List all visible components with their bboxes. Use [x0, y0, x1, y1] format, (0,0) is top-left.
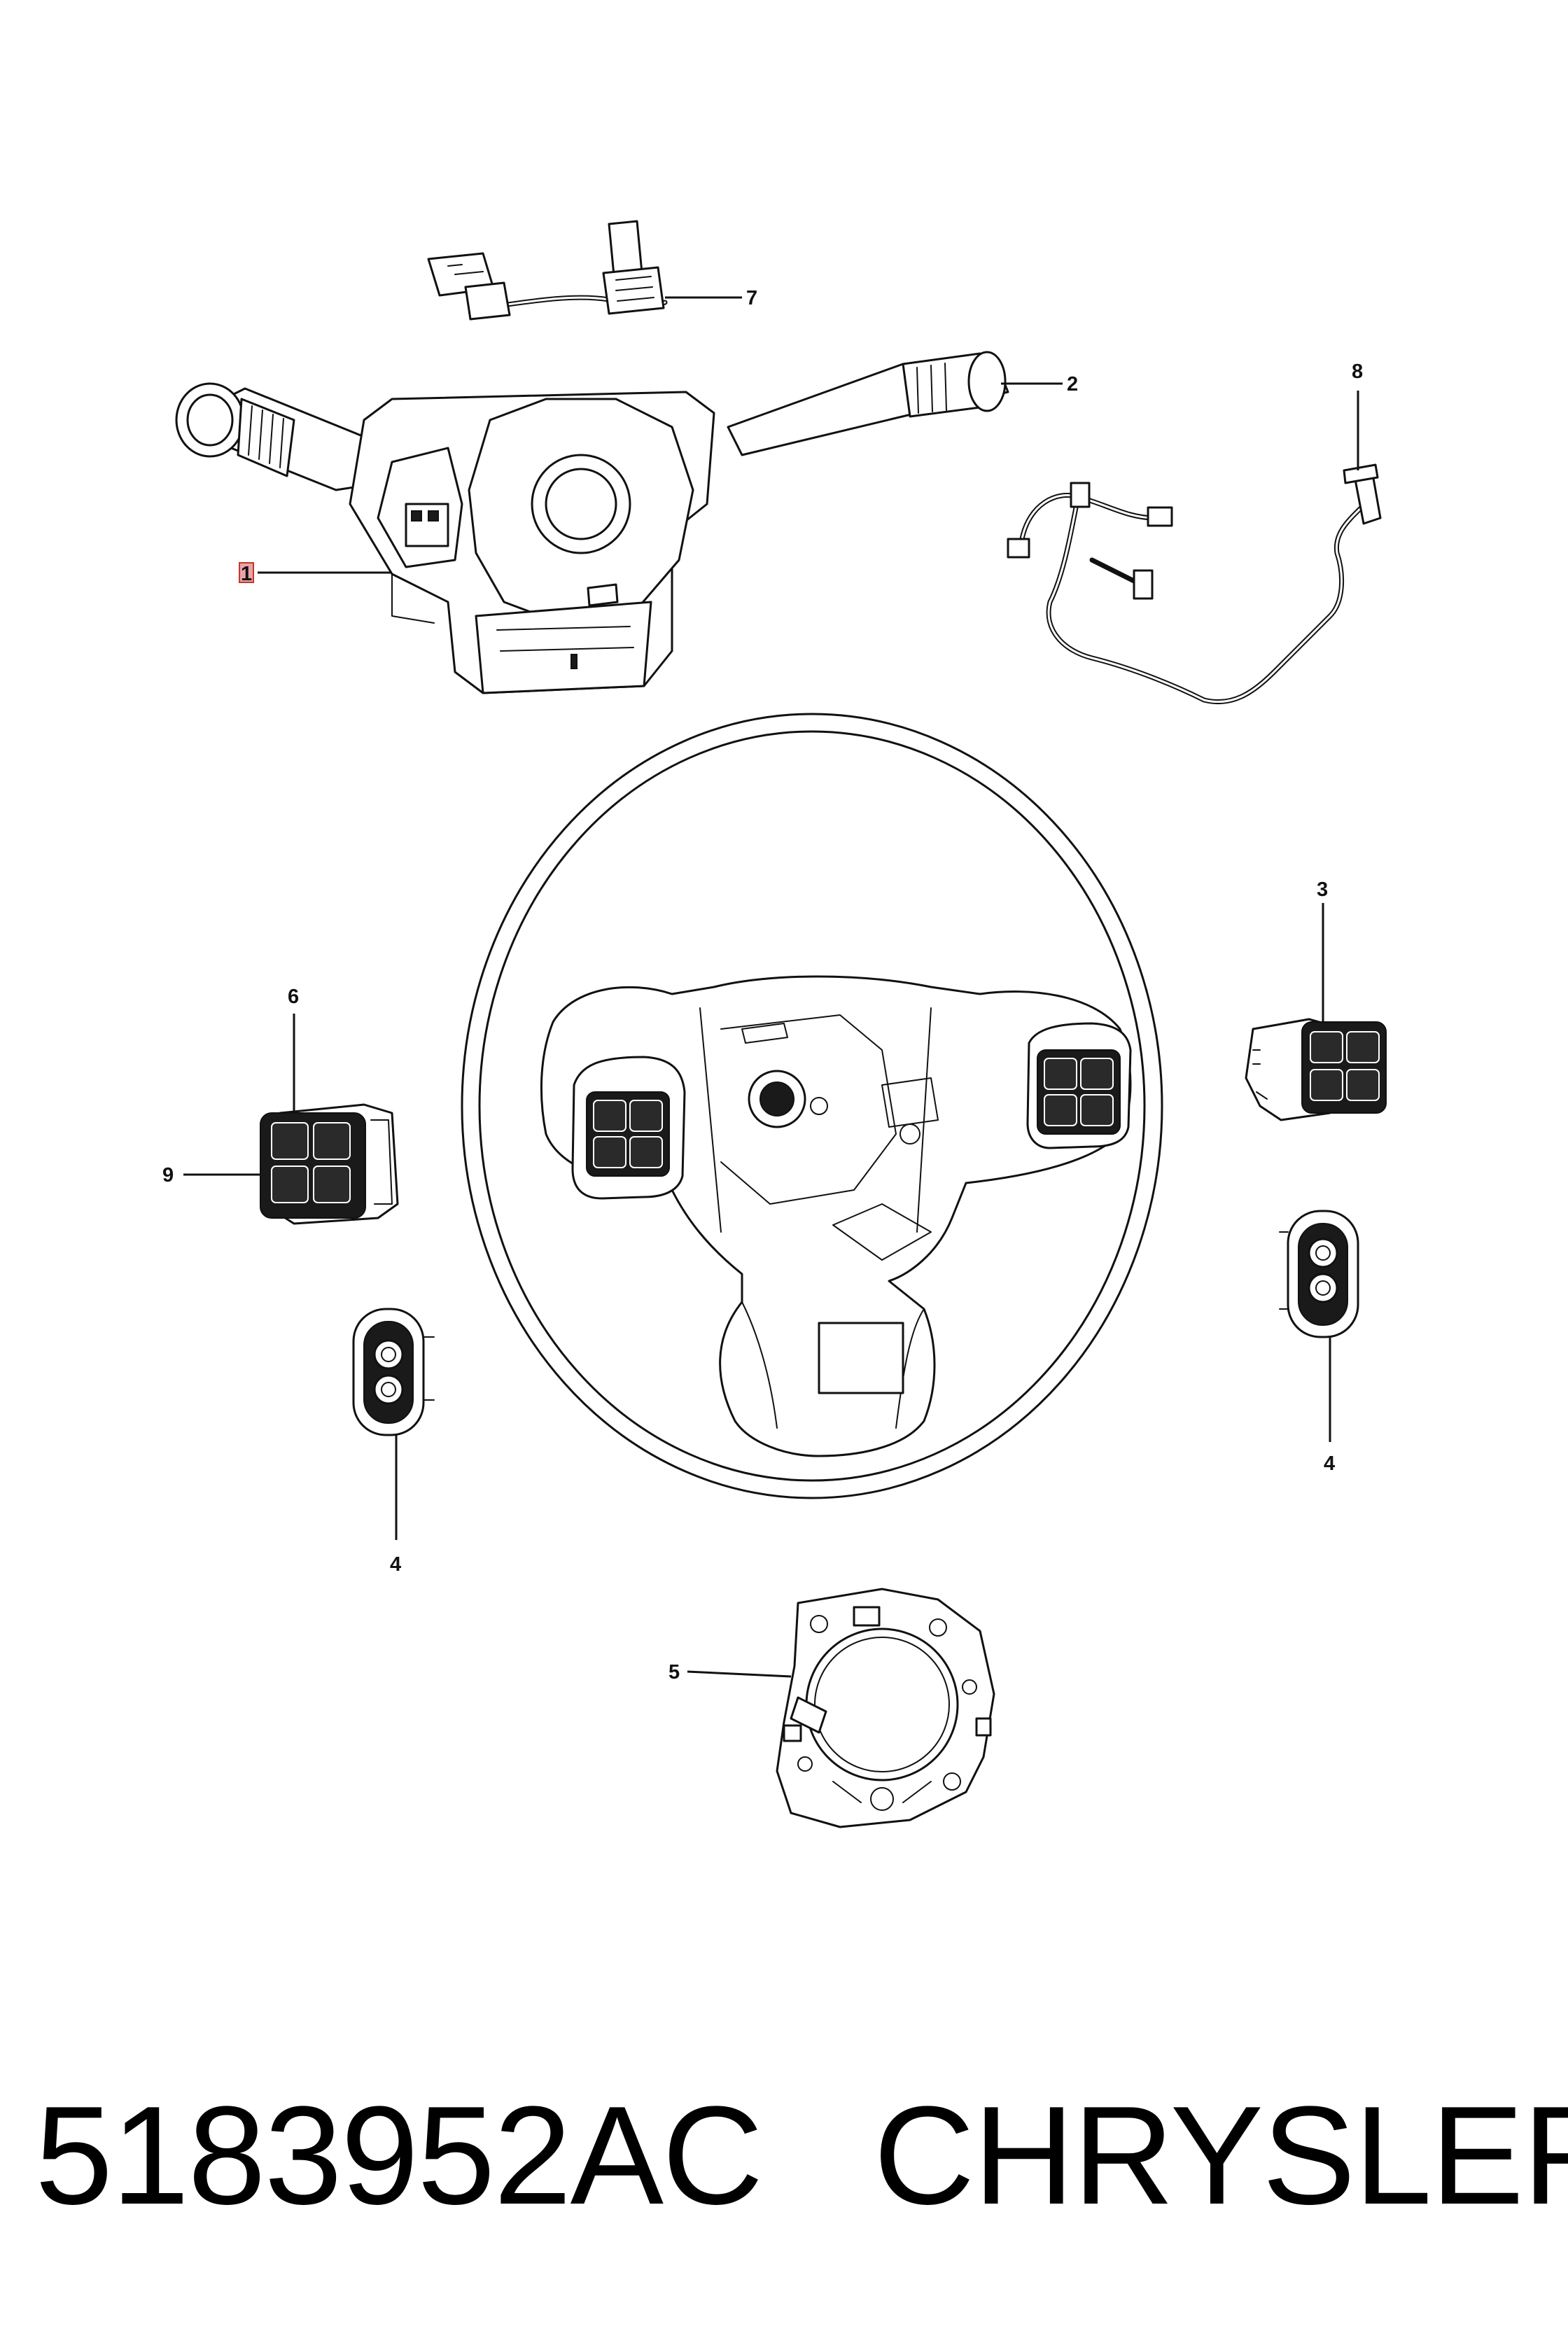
oval-switch-part-4-right	[1279, 1210, 1359, 1338]
callout-4-right: 4	[1324, 1452, 1335, 1475]
wiring-jumper-part-7	[427, 220, 668, 321]
mounting-plate-part-5	[776, 1588, 995, 1828]
callout-9: 9	[162, 1164, 174, 1186]
oval-switch-part-4-left	[352, 1308, 435, 1436]
callout-7: 7	[746, 287, 757, 309]
parts-diagram: 7 2 8 1 3 6 9 4 4 5	[162, 220, 1387, 1828]
switch-part-6	[260, 1103, 399, 1225]
callout-4-left: 4	[390, 1553, 401, 1576]
callout-8: 8	[1352, 360, 1363, 383]
footer: 5183952AC CHRYSLER	[0, 2072, 1568, 2240]
callout-1: 1	[241, 563, 252, 585]
callout-5: 5	[668, 1661, 680, 1684]
callout-3: 3	[1317, 878, 1328, 901]
switch-part-3	[1245, 1018, 1387, 1121]
callout-6: 6	[288, 986, 299, 1008]
steering-wheel	[461, 713, 1163, 1499]
brand-text: CHRYSLER	[874, 2078, 1568, 2234]
callout-1-highlight	[239, 562, 254, 583]
multifunction-switch-part-1	[175, 351, 1009, 694]
wiring-harness-part-8	[1007, 463, 1382, 705]
callout-2: 2	[1067, 373, 1078, 396]
part-number-text: 5183952AC	[35, 2078, 763, 2234]
